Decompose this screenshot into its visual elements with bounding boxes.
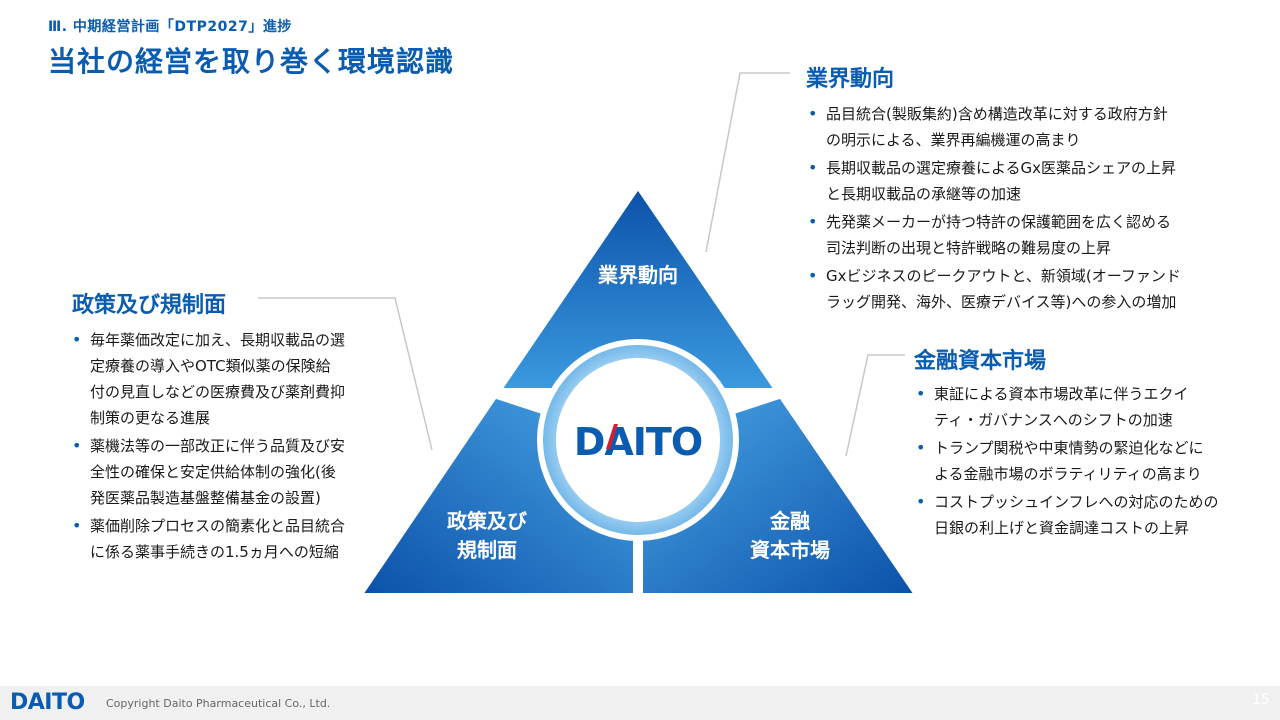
center-daito-logo: DAITO [574,420,703,464]
list-item: 毎年薬価改定に加え、長期収載品の選定療養の導入やOTC類似薬の保険給付の見直しな… [72,327,392,431]
section-label: Ⅲ. 中期経営計画「DTP2027」進捗 [48,19,292,35]
segment-label-finance-1: 金融 [769,509,810,533]
page-number: 15 [1252,692,1270,708]
connector-line-policy [258,297,433,451]
svg-text:DAITO: DAITO [574,420,702,464]
connector-line-industry [705,72,790,253]
policy-list: 毎年薬価改定に加え、長期収載品の選定療養の導入やOTC類似薬の保険給付の見直しな… [72,327,392,567]
footer-bar [0,686,1280,720]
list-item: 品目統合(製販集約)含め構造改革に対する政府方針の明示による、業界再編機運の高ま… [808,101,1248,153]
finance-heading: 金融資本市場 [914,349,1047,374]
connector-line-finance [845,354,905,457]
industry-heading: 業界動向 [806,67,895,92]
segment-label-industry: 業界動向 [598,263,678,287]
industry-list: 品目統合(製販集約)含め構造改革に対する政府方針の明示による、業界再編機運の高ま… [808,101,1248,317]
footer-daito-logo: DAITO [10,690,85,715]
segment-label-finance-2: 資本市場 [750,538,830,562]
segment-label-policy-2: 規制面 [457,538,517,562]
list-item: 薬機法等の一部改正に伴う品質及び安全性の確保と安定供給体制の強化(後発医薬品製造… [72,433,392,511]
policy-heading: 政策及び規制面 [72,293,227,318]
page-title: 当社の経営を取り巻く環境認識 [48,45,455,78]
center-disc [556,358,720,522]
list-item: 先発薬メーカーが持つ特許の保護範囲を広く認める司法判断の出現と特許戦略の難易度の… [808,209,1248,261]
list-item: Gxビジネスのピークアウトと、新領域(オーファンドラッグ開発、海外、医療デバイス… [808,263,1248,315]
segment-label-policy-1: 政策及び [447,509,528,533]
copyright-text: Copyright Daito Pharmaceutical Co., Ltd. [106,697,331,710]
